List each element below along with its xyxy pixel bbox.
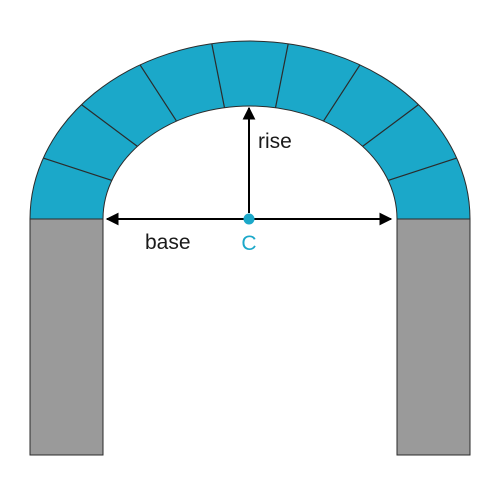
voussoir-joint [139, 64, 178, 122]
voussoir-joints [43, 43, 457, 181]
right-pier [396, 218, 471, 456]
voussoir-joint [43, 157, 113, 181]
arch-ring [29, 40, 471, 220]
voussoir-joint [322, 64, 361, 122]
center-label: C [241, 232, 256, 255]
rise-label: rise [258, 130, 292, 153]
voussoir-joint [274, 43, 289, 108]
base-label: base [145, 231, 191, 254]
voussoir-joint [81, 104, 138, 147]
left-pier [29, 218, 104, 456]
voussoir-joint [362, 104, 419, 147]
center-point [243, 213, 255, 225]
voussoir-joint [211, 43, 226, 108]
voussoir-joint [387, 157, 457, 181]
